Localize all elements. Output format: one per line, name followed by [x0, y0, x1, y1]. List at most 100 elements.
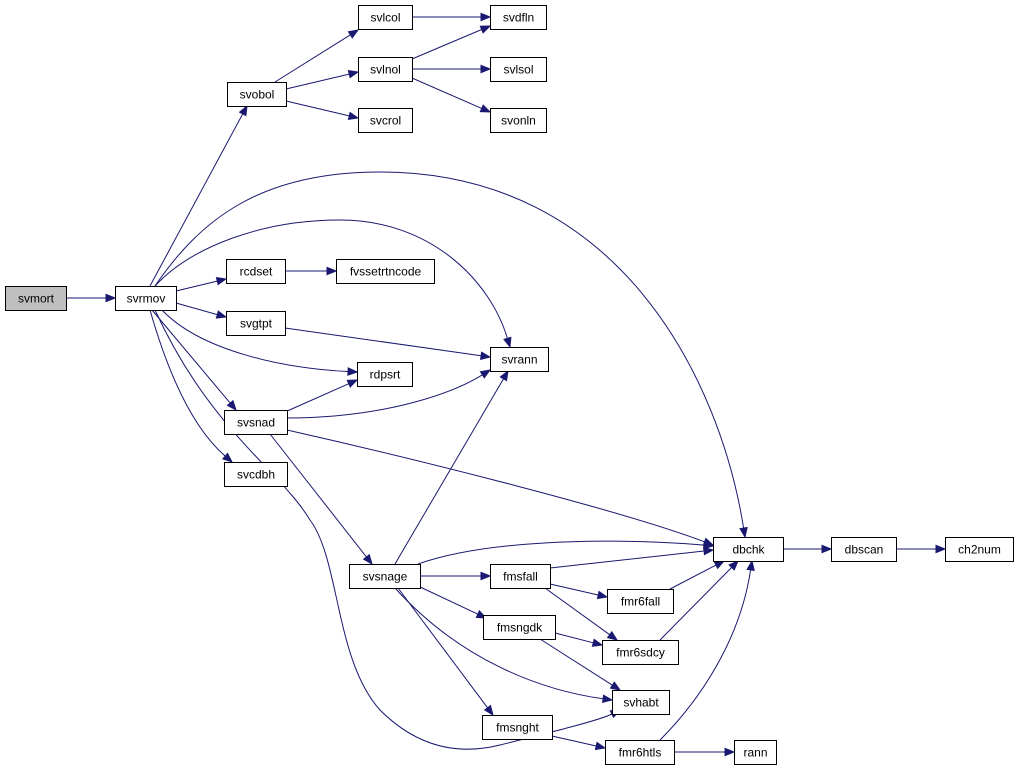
node-svobol[interactable]: svobol	[227, 82, 287, 107]
node-fmr6fall[interactable]: fmr6fall	[607, 589, 674, 614]
arrowhead-icon	[479, 351, 492, 360]
node-box[interactable]	[713, 537, 784, 562]
arrowhead-icon	[347, 29, 360, 39]
node-label: fmsnght	[496, 721, 539, 735]
node-svrann[interactable]: svrann	[490, 347, 549, 372]
node-box[interactable]	[734, 740, 777, 765]
node-box[interactable]	[490, 57, 547, 82]
node-label: svrmov	[127, 292, 166, 306]
node-label: svcdbh	[237, 468, 275, 482]
node-label: rcdset	[240, 265, 273, 279]
node-box[interactable]	[490, 564, 551, 589]
edge-svsnad-to-rdpsrt	[284, 379, 359, 413]
node-box[interactable]	[358, 108, 413, 133]
node-box[interactable]	[357, 362, 413, 387]
edge-fmr6fall-to-dbchk	[669, 560, 726, 590]
node-svdfln[interactable]: svdfln	[490, 5, 547, 30]
edge-svsnage-to-svrann	[394, 369, 509, 565]
edge-line	[149, 113, 244, 287]
edge-svlcol-to-svdfln	[412, 12, 492, 22]
node-fmsnght[interactable]: fmsnght	[482, 715, 553, 740]
arrowhead-icon	[609, 681, 622, 691]
edge-fmr6htls-to-rann	[674, 747, 736, 757]
node-svsnad[interactable]: svsnad	[224, 410, 288, 435]
node-box[interactable]	[336, 259, 435, 284]
edge-svmort-to-svrmov	[66, 293, 117, 303]
edge-svobol-to-svlnol	[285, 69, 360, 90]
node-box[interactable]	[945, 537, 1014, 562]
node-box[interactable]	[490, 108, 547, 133]
node-label: fvssetrtncode	[350, 265, 422, 279]
edge-svlnol-to-svlsol	[412, 64, 492, 74]
node-svlcol[interactable]: svlcol	[358, 5, 413, 30]
node-rdpsrt[interactable]: rdpsrt	[357, 362, 413, 387]
node-dbchk[interactable]: dbchk	[713, 537, 784, 562]
node-box[interactable]	[227, 82, 287, 107]
node-ch2num[interactable]: ch2num	[945, 537, 1014, 562]
node-box[interactable]	[612, 690, 670, 715]
node-box[interactable]	[115, 286, 177, 311]
node-box[interactable]	[602, 640, 679, 665]
edge-line	[285, 73, 350, 90]
node-svlnol[interactable]: svlnol	[358, 57, 413, 82]
node-label: svgtpt	[240, 317, 273, 331]
arrowhead-icon	[221, 452, 234, 463]
node-dbscan[interactable]: dbscan	[831, 537, 897, 562]
edge-line	[539, 638, 613, 686]
node-fmr6sdcy[interactable]: fmr6sdcy	[602, 640, 679, 665]
node-box[interactable]	[607, 589, 674, 614]
node-label: svhabt	[623, 696, 659, 710]
edge-line	[397, 587, 489, 709]
node-box[interactable]	[490, 5, 547, 30]
node-label: svmort	[18, 292, 55, 306]
node-svlsol[interactable]: svlsol	[490, 57, 547, 82]
node-label: svsnage	[363, 570, 408, 584]
node-fvssetrtncode[interactable]: fvssetrtncode	[336, 259, 435, 284]
node-box[interactable]	[349, 564, 421, 589]
arrowhead-icon	[739, 526, 748, 539]
node-box[interactable]	[224, 410, 288, 435]
node-box[interactable]	[358, 5, 413, 30]
arrowhead-icon	[503, 336, 512, 349]
node-box[interactable]	[226, 259, 286, 284]
node-rcdset[interactable]: rcdset	[226, 259, 286, 284]
node-svgtpt[interactable]: svgtpt	[226, 311, 286, 336]
edge-line	[149, 309, 226, 457]
node-svcdbh[interactable]: svcdbh	[224, 462, 288, 487]
node-svrmov[interactable]: svrmov	[115, 286, 177, 311]
arrowhead-icon	[479, 369, 492, 379]
node-svhabt[interactable]: svhabt	[612, 690, 670, 715]
edge-svlnol-to-svonln	[411, 77, 492, 113]
node-label: dbscan	[845, 543, 884, 557]
node-label: svdfln	[503, 11, 534, 25]
node-rann[interactable]: rann	[734, 740, 777, 765]
node-svsnage[interactable]: svsnage	[349, 564, 421, 589]
node-label: ch2num	[958, 543, 1001, 557]
node-box[interactable]	[5, 286, 67, 311]
node-svonln[interactable]: svonln	[490, 108, 547, 133]
node-box[interactable]	[490, 347, 549, 372]
node-box[interactable]	[483, 615, 556, 640]
node-fmsfall[interactable]: fmsfall	[490, 564, 551, 589]
arrowhead-icon	[215, 310, 228, 319]
nodes-layer: svmort svrmov svobol svlcol svlnol svcrol svdf…	[5, 5, 1014, 765]
arrowhead-icon	[606, 630, 619, 641]
node-svmort[interactable]: svmort	[5, 286, 67, 311]
node-box[interactable]	[224, 462, 288, 487]
edge-line	[175, 280, 218, 292]
arrowhead-icon	[713, 560, 726, 570]
node-svcrol[interactable]: svcrol	[358, 108, 413, 133]
node-box[interactable]	[831, 537, 897, 562]
edge-line	[154, 171, 745, 529]
node-label: svlsol	[503, 63, 533, 77]
edge-line	[274, 34, 351, 83]
node-box[interactable]	[482, 715, 553, 740]
arrowhead-icon	[480, 571, 492, 581]
edge-line	[394, 587, 604, 700]
node-box[interactable]	[605, 740, 675, 765]
node-fmsngdk[interactable]: fmsngdk	[483, 615, 556, 640]
node-box[interactable]	[358, 57, 413, 82]
edge-line	[411, 29, 482, 60]
node-box[interactable]	[226, 311, 286, 336]
node-fmr6htls[interactable]: fmr6htls	[605, 740, 675, 765]
